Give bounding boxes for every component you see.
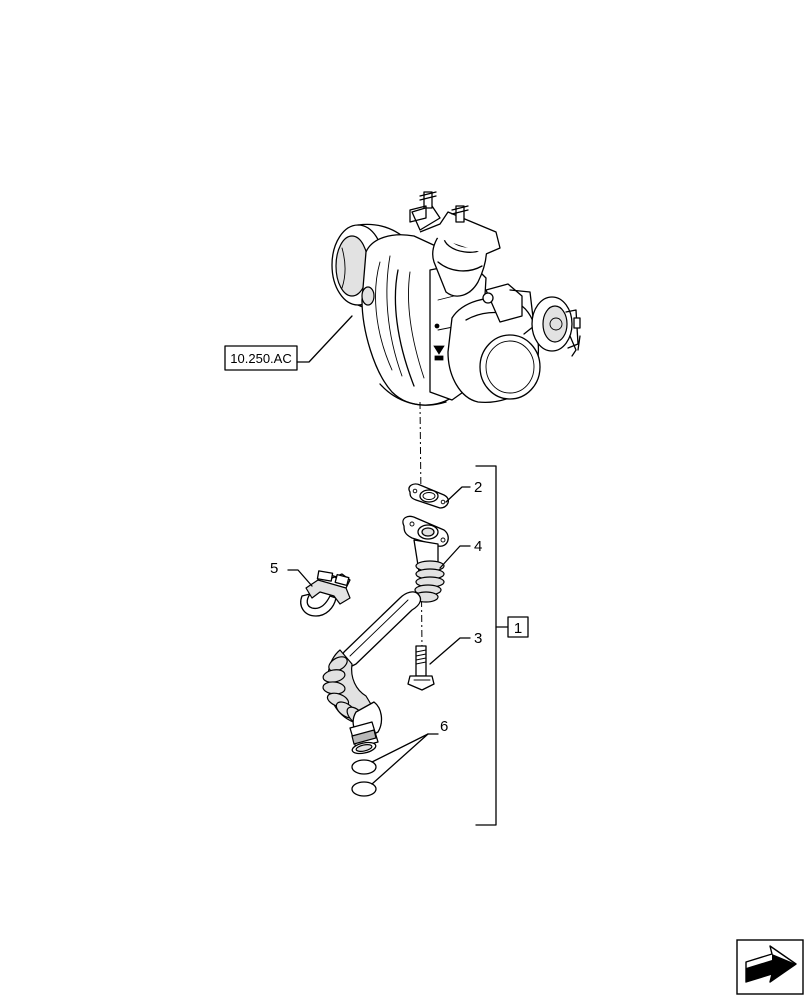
reference-leader xyxy=(296,315,353,363)
callout-4-label: 4 xyxy=(474,538,482,555)
callout-6-leader-a xyxy=(371,733,439,763)
assembly-centerline-upper xyxy=(419,401,422,501)
kit-bracket xyxy=(475,465,497,826)
callout-5-leader xyxy=(287,569,313,587)
callout-5-label: 5 xyxy=(270,560,278,577)
reference-box xyxy=(224,345,298,371)
o-ring-lower xyxy=(351,781,377,797)
callout-1: 1 xyxy=(507,616,529,638)
reference-label: 10.250.AC xyxy=(230,351,291,366)
next-page-arrow-icon[interactable] xyxy=(736,939,804,995)
callout-6-leader-b xyxy=(371,733,429,785)
o-rings-part xyxy=(351,759,377,797)
o-ring-upper xyxy=(351,759,377,775)
callout-1-label: 1 xyxy=(514,620,522,637)
reference-callout[interactable]: 10.250.AC xyxy=(224,315,353,371)
oil-return-pipe xyxy=(322,515,449,755)
clamp-part xyxy=(300,570,351,617)
callout-2-label: 2 xyxy=(474,479,482,496)
callout-3-label: 3 xyxy=(474,630,482,647)
callout-4-leader xyxy=(439,545,471,569)
callout-6-label: 6 xyxy=(440,718,448,735)
bolt-part xyxy=(407,645,435,691)
turbocharger xyxy=(331,191,581,406)
callout-3-leader xyxy=(429,637,471,665)
gasket-part xyxy=(408,483,450,509)
callout-2-leader xyxy=(445,486,471,503)
